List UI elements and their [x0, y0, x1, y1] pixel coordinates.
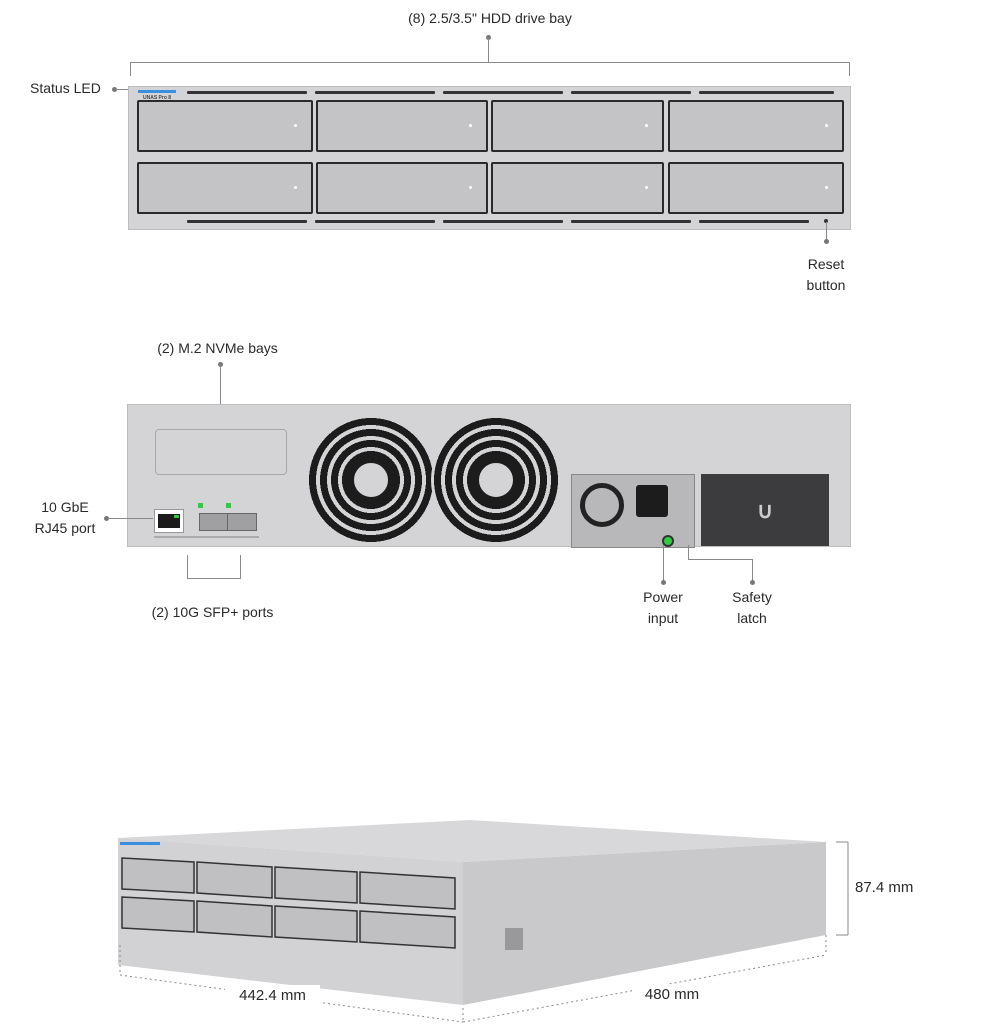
sfp-label: (2) 10G SFP+ ports: [151, 604, 274, 620]
sfp-led: [226, 503, 231, 508]
bracket-line: [130, 62, 131, 76]
rj45-label-2: RJ45 port: [34, 520, 96, 536]
latch-label-1: Safety: [732, 589, 772, 605]
rj45-label-1: 10 GbE: [41, 499, 89, 515]
callout-line: [752, 559, 753, 581]
fan-grille: [431, 415, 561, 545]
callout-line: [488, 38, 489, 62]
callout-line: [688, 545, 689, 559]
status-led: [120, 842, 160, 845]
drive-bay[interactable]: [316, 162, 488, 214]
model-label: UNAS Pro 8: [143, 95, 172, 101]
callout-dot: [112, 87, 117, 92]
latch-label-2: latch: [737, 610, 767, 626]
bracket-line: [240, 555, 241, 578]
psu-fan: [580, 483, 624, 527]
drive-bay[interactable]: [668, 162, 844, 214]
status-led-label: Status LED: [30, 80, 101, 96]
drive-bay[interactable]: [491, 100, 664, 152]
sfp-port-2[interactable]: [227, 513, 257, 531]
callout-line: [116, 89, 138, 90]
power-label-1: Power: [643, 589, 683, 605]
reset-label-1: Reset: [807, 256, 845, 272]
safety-latch[interactable]: [662, 535, 674, 547]
callout-dot: [218, 362, 223, 367]
drive-bay[interactable]: [491, 162, 664, 214]
drive-bay-label: (8) 2.5/3.5" HDD drive bay: [408, 10, 572, 26]
callout-dot: [104, 516, 109, 521]
power-label-2: input: [647, 610, 679, 626]
fan-grille: [306, 415, 436, 545]
drive-bay[interactable]: [668, 100, 844, 152]
rj45-port[interactable]: [154, 509, 184, 533]
power-supply: [571, 474, 695, 548]
nvme-label: (2) M.2 NVMe bays: [157, 340, 278, 356]
drive-bay[interactable]: [137, 162, 313, 214]
callout-line: [220, 365, 221, 432]
ubiquiti-logo-icon: ∪: [757, 498, 774, 523]
sfp-led: [198, 503, 203, 508]
nvme-cover[interactable]: [155, 429, 287, 475]
callout-line: [688, 559, 752, 560]
reset-label-2: button: [806, 277, 846, 293]
blank-cover: ∪: [701, 474, 829, 546]
front-panel: UNAS Pro 8: [128, 86, 851, 230]
rear-panel: ∪: [127, 404, 851, 548]
bracket-line: [187, 578, 241, 579]
callout-dot: [661, 580, 666, 585]
callout-line: [663, 545, 664, 581]
drive-bays-3d: [121, 857, 456, 949]
power-input[interactable]: [636, 485, 668, 517]
product-label-sticker: [505, 928, 523, 950]
bracket-line: [130, 62, 850, 63]
callout-dot: [824, 239, 829, 244]
depth-dimension: 480 mm: [632, 984, 712, 1005]
status-led: [138, 90, 176, 93]
width-dimension: 442.4 mm: [225, 985, 320, 1006]
height-bracket: [836, 841, 849, 936]
side-face: [463, 842, 826, 1005]
callout-dot: [750, 580, 755, 585]
drive-bay[interactable]: [137, 100, 313, 152]
dimension-lines: [119, 935, 827, 1023]
bracket-line: [187, 555, 188, 578]
bracket-line: [849, 62, 850, 76]
callout-dot: [486, 35, 491, 40]
reset-button[interactable]: [824, 219, 828, 223]
height-dimension: 87.4 mm: [855, 879, 914, 896]
callout-line: [108, 518, 153, 519]
top-face: [118, 820, 826, 862]
drive-bay[interactable]: [316, 100, 488, 152]
callout-line: [826, 222, 827, 240]
